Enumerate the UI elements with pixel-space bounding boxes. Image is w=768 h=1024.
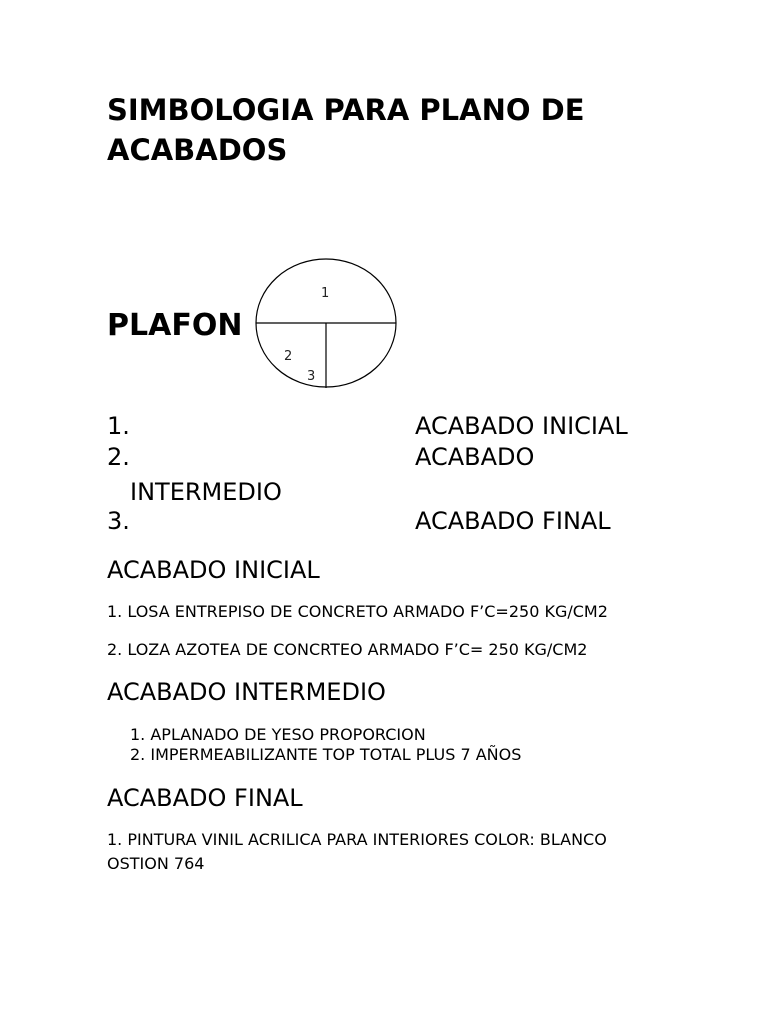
section-heading-acabado-inicial: ACABADO INICIAL [107, 556, 320, 584]
section-heading-acabado-intermedio: ACABADO INTERMEDIO [107, 678, 386, 706]
acabado-intermedio-item-2: 2. IMPERMEABILIZANTE TOP TOTAL PLUS 7 AÑ… [130, 745, 522, 764]
page-title-line-2: ACABADOS [107, 133, 288, 167]
plafon-label: PLAFON [107, 308, 243, 343]
symbol-label-2: 2 [284, 349, 292, 364]
acabado-final-item-1-continuation: OSTION 764 [107, 854, 205, 873]
symbol-label-3: 3 [307, 369, 315, 384]
acabado-intermedio-item-1: 1. APLANADO DE YESO PROPORCION [130, 725, 426, 744]
section-heading-acabado-final: ACABADO FINAL [107, 784, 303, 812]
legend-number-2: 2. [107, 443, 130, 471]
acabado-inicial-item-1: 1. LOSA ENTREPISO DE CONCRETO ARMADO F’C… [107, 602, 608, 621]
legend-number-3: 3. [107, 507, 130, 535]
acabado-final-item-1: 1. PINTURA VINIL ACRILICA PARA INTERIORE… [107, 830, 607, 849]
legend-number-1: 1. [107, 412, 130, 440]
acabado-inicial-item-2: 2. LOZA AZOTEA DE CONCRTEO ARMADO F’C= 2… [107, 640, 588, 659]
legend-text-3: ACABADO FINAL [415, 507, 611, 535]
legend-text-2: ACABADO [415, 443, 535, 471]
legend-text-2-continuation: INTERMEDIO [130, 478, 282, 506]
symbol-label-1: 1 [321, 286, 329, 301]
legend-text-1: ACABADO INICIAL [415, 412, 628, 440]
plafon-symbol-diagram: 1 2 3 [255, 258, 397, 388]
page-title-line-1: SIMBOLOGIA PARA PLANO DE [107, 93, 585, 127]
